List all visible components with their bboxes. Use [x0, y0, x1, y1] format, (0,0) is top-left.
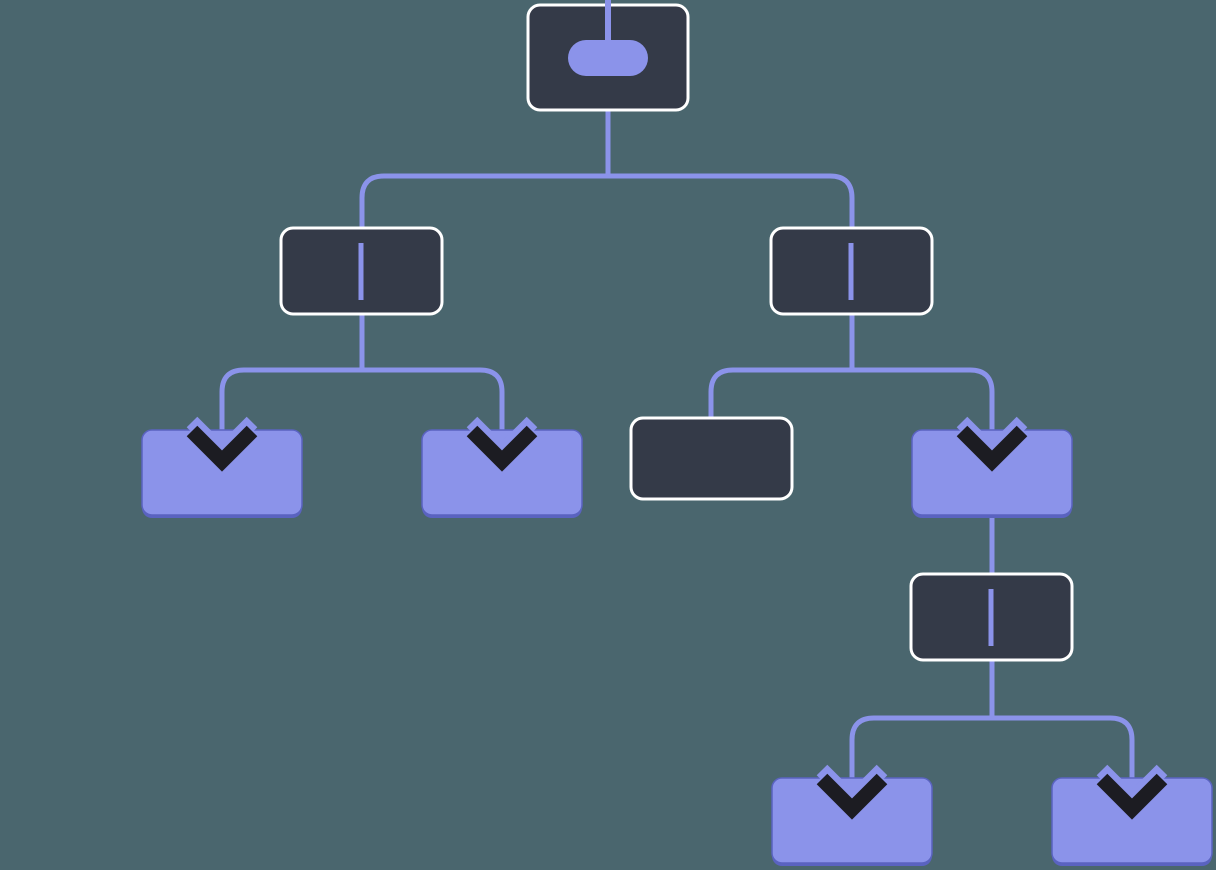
chevron-dark-icon	[816, 773, 888, 820]
root-node[interactable]	[526, 0, 690, 112]
connector-level4-to-leaf4	[849, 715, 992, 788]
connector-root-to-level2-left	[359, 173, 608, 232]
arrowhead-leaf-4	[816, 764, 888, 820]
leaf-node-2[interactable]	[421, 429, 583, 518]
connector-level2-right-to-branch	[852, 367, 995, 440]
connector-level4-to-leaf5	[992, 715, 1135, 788]
node-body[interactable]	[1051, 777, 1213, 864]
node-body[interactable]	[141, 429, 303, 516]
chevron-dark-icon	[1096, 773, 1168, 820]
connector-level2-left-to-leaf2	[362, 367, 505, 440]
node-inner-pill	[568, 40, 648, 76]
leaf-node-1[interactable]	[141, 429, 303, 518]
node-inner-bar	[848, 243, 854, 300]
node-connector-stub	[708, 405, 714, 421]
leaf-node-5-clipped[interactable]	[1051, 777, 1213, 866]
connector-layer	[219, 110, 1135, 788]
node-body[interactable]	[629, 416, 794, 501]
leaf-node-3-empty[interactable]	[629, 416, 794, 501]
node-inner-bar	[358, 243, 364, 300]
arrowhead-leaf-1	[186, 416, 258, 472]
level2-left-node[interactable]	[279, 226, 444, 316]
arrowhead-leaf-5	[1096, 764, 1168, 820]
chevron-dark-icon	[466, 425, 538, 472]
connector-root-to-level2-right	[608, 173, 855, 232]
leaf-node-4[interactable]	[771, 777, 933, 866]
level2-right-node[interactable]	[769, 226, 934, 316]
node-body[interactable]	[911, 429, 1073, 516]
chevron-dark-icon	[956, 425, 1028, 472]
arrowhead-leaf-2	[466, 416, 538, 472]
node-body[interactable]	[771, 777, 933, 864]
arrow-layer	[186, 416, 1168, 820]
node-inner-bar	[988, 589, 994, 646]
node-layer	[141, 0, 1213, 866]
chevron-dark-icon	[186, 425, 258, 472]
connector-level2-left-to-leaf1	[219, 367, 362, 440]
node-body[interactable]	[421, 429, 583, 516]
connector-level2-right-to-leaf3	[708, 367, 852, 420]
node-inner-stem	[605, 0, 611, 52]
arrowhead-branch-node	[956, 416, 1028, 472]
level4-node[interactable]	[909, 572, 1074, 662]
branch-node-right[interactable]	[911, 429, 1073, 518]
